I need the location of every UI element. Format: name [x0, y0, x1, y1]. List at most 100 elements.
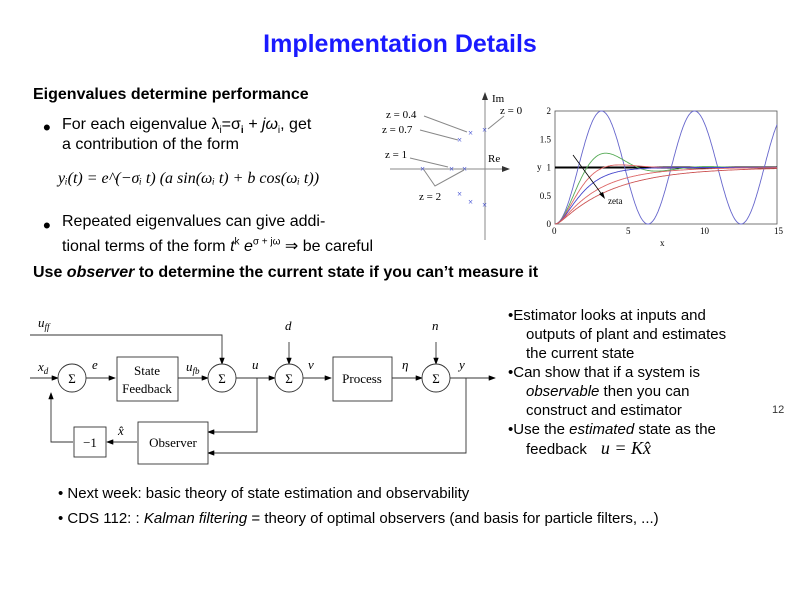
label-leaders [409, 115, 505, 187]
y-axis-label: y [537, 162, 542, 172]
label-z-0.4: z = 0.4 [386, 109, 417, 121]
sigma-label: Σ [432, 371, 440, 386]
bullet-estimator-line: the current state [526, 345, 635, 362]
right-bullets: •Estimator looks at inputs and outputs o… [508, 306, 726, 459]
x-tick-label: 15 [774, 226, 784, 236]
text: observable [526, 383, 600, 400]
bullet-observable-line: observable then you can [508, 382, 726, 401]
label-z-0.7: z = 0.7 [382, 124, 413, 136]
re-label: Re [488, 153, 500, 165]
x-hat-label: x̂ [117, 423, 124, 438]
step-response-chart: 0 5 10 15 0 0.5 1 1.5 2 x y zeta [537, 106, 784, 248]
d-label: d [285, 318, 292, 333]
bottom-bullet-next-week: • Next week: basic theory of state estim… [58, 485, 470, 502]
state-feedback-label: State [134, 363, 160, 378]
y-tick-label: 0.5 [540, 191, 552, 201]
bullet-estimated-line: •Use the estimated state as the [508, 420, 726, 439]
arrow-icon [502, 166, 510, 172]
bullet-repeated-line1: Repeated eigenvalues can give addi- [62, 213, 326, 230]
page-number: 12 [772, 404, 785, 416]
x-tick-label: 10 [700, 226, 710, 236]
n-label: n [432, 318, 439, 333]
text: •Use the [508, 421, 570, 438]
text: + jω [243, 116, 278, 133]
u-fb-label: ufb [186, 359, 200, 376]
bottom-bullet-cds112: • CDS 112: : Kalman filtering = theory o… [58, 509, 659, 528]
response-formula: yᵢ(t) = e^(−σᵢ t) (a sin(ωᵢ t) + b cos(ω… [58, 170, 320, 187]
bullet-dot: • [43, 115, 51, 140]
sub: i [277, 125, 281, 137]
v-label: ν [308, 357, 314, 372]
x-d-label: xd [37, 359, 49, 376]
signal-lines [30, 334, 496, 456]
x-tick-label: 5 [626, 226, 631, 236]
y-tick-label: 2 [547, 106, 552, 116]
text: ⇒ be careful [280, 238, 374, 255]
gain-block [73, 426, 107, 458]
sigma-label: Σ [285, 371, 293, 386]
eigenvalues-heading: Eigenvalues determine performance [33, 86, 309, 103]
text: state as the [634, 421, 716, 438]
text: to determine the current state if you ca… [134, 264, 539, 281]
summing-junction [57, 363, 87, 393]
u-label: u [252, 357, 259, 372]
arrow-icon [482, 92, 488, 100]
state-feedback-label: Feedback [122, 381, 172, 396]
sub: i [219, 125, 222, 137]
im-label: Im [492, 93, 505, 105]
sup: k [234, 236, 240, 248]
series-line-zeta-1 [554, 167, 777, 225]
sub: i [240, 125, 244, 137]
bullet-repeated-line2: tional terms of the form tk eσ + jω ⇒ be… [62, 236, 373, 256]
series-line-zeta-0 [554, 110, 778, 225]
sigma-label: Σ [68, 371, 76, 386]
svg-text:×: × [457, 135, 462, 145]
y-tick-label: 1 [547, 163, 552, 173]
observer-label: Observer [149, 435, 197, 450]
y-tick-label: 1.5 [540, 134, 552, 144]
text: estimated [569, 421, 635, 438]
zeta-annotation: zeta [608, 196, 622, 206]
text: For each eigenvalue λ [62, 116, 220, 133]
series-line-zeta-0.7 [554, 164, 777, 225]
text: , get [280, 116, 312, 133]
svg-text:×: × [462, 164, 467, 174]
x-tick-label: 0 [552, 226, 557, 236]
e-label: e [92, 357, 98, 372]
y-tick-label: 0 [547, 219, 552, 229]
series-line-zeta-1.5 [554, 167, 777, 225]
slide-title: Implementation Details [263, 30, 537, 58]
text: feedback [526, 441, 587, 458]
svg-text:×: × [420, 164, 425, 174]
arrow-icon [599, 192, 605, 199]
text: = theory of optimal observers (and basis… [247, 510, 659, 527]
text: Use [33, 264, 67, 281]
bullet-observable-line: construct and estimator [526, 402, 682, 419]
bullet-eigenvalue-line2: a contribution of the form [62, 136, 239, 153]
bullet-estimator-line: •Estimator looks at inputs and [508, 307, 706, 324]
gain-label: −1 [83, 435, 97, 450]
summing-junction [421, 363, 451, 393]
x-axis-label: x [660, 238, 665, 248]
text: then you can [599, 383, 690, 400]
text: Kalman filtering [143, 510, 248, 527]
text: observer [66, 264, 135, 281]
label-z-1: z = 1 [385, 149, 407, 161]
zeta-arrow [572, 154, 604, 197]
u-ff-label: uff [38, 315, 51, 332]
process-block [332, 356, 393, 402]
svg-text:×: × [482, 125, 487, 135]
svg-text:×: × [457, 189, 462, 199]
text: tional terms of the form [62, 238, 231, 255]
eta-label: η [402, 357, 408, 372]
state-feedback-block [116, 356, 179, 402]
summing-junction [274, 363, 304, 393]
bullet-dot: • [43, 213, 51, 238]
sup: σ + jω [252, 236, 281, 248]
bullet-estimator-line: outputs of plant and estimates [526, 326, 727, 343]
svg-text:×: × [482, 200, 487, 210]
text: • CDS 112: : [58, 510, 144, 527]
text: t [230, 238, 235, 255]
